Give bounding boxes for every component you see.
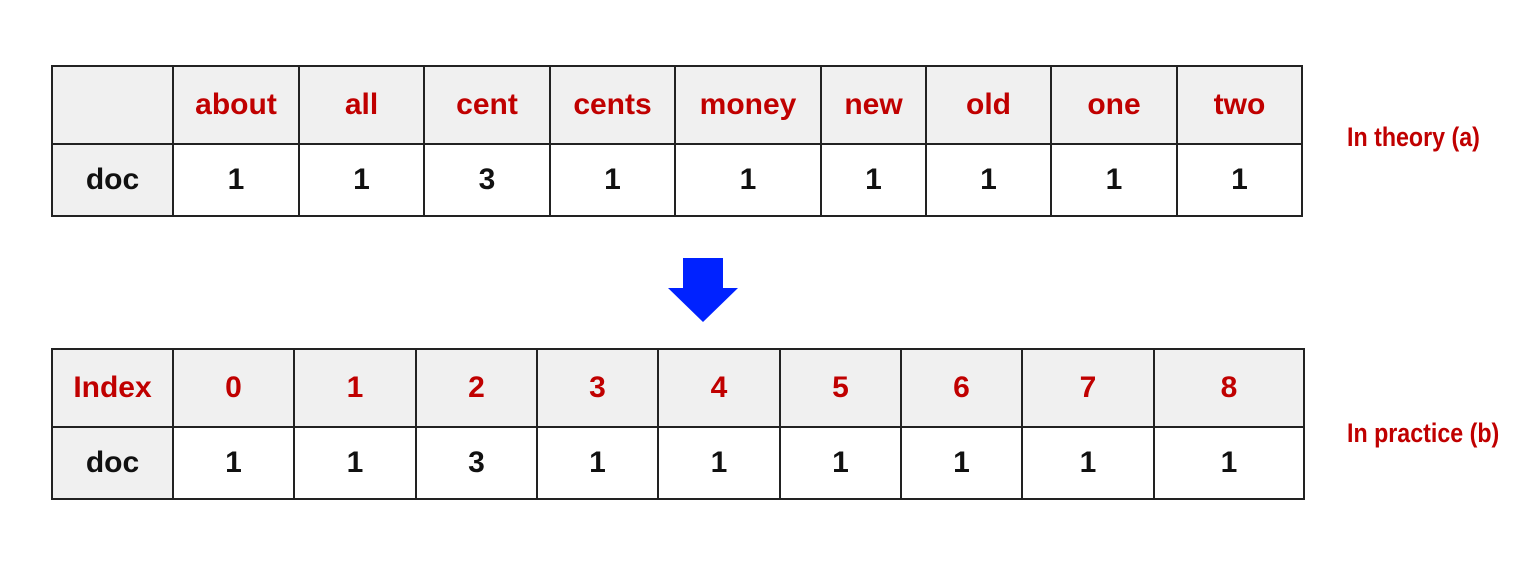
count-cell: 1 xyxy=(1021,426,1155,500)
vocabulary-table-practice: Index 0 1 2 3 4 5 6 7 8 doc 1 1 3 1 1 1 … xyxy=(51,348,1305,500)
header-cell-word: money xyxy=(674,65,822,145)
count-cell: 1 xyxy=(1050,143,1178,217)
header-corner-cell xyxy=(51,65,174,145)
count-cell: 1 xyxy=(657,426,781,500)
count-cell: 1 xyxy=(172,426,295,500)
label-in-practice: In practice (b) xyxy=(1347,418,1500,448)
header-cell-word: new xyxy=(820,65,927,145)
header-cell-index: 6 xyxy=(900,348,1023,428)
header-cell-index: 8 xyxy=(1153,348,1305,428)
header-cell-index: 0 xyxy=(172,348,295,428)
header-cell-word: one xyxy=(1050,65,1178,145)
table-row: doc 1 1 3 1 1 1 1 1 1 xyxy=(51,426,1305,500)
header-cell-index: 1 xyxy=(293,348,417,428)
table-header-row: Index 0 1 2 3 4 5 6 7 8 xyxy=(51,348,1305,428)
header-cell-word: two xyxy=(1176,65,1303,145)
header-cell-index: 2 xyxy=(415,348,538,428)
row-label-doc: doc xyxy=(51,143,174,217)
count-cell: 1 xyxy=(1153,426,1305,500)
header-cell-index: 5 xyxy=(779,348,902,428)
table-header-row: about all cent cents money new old one t… xyxy=(51,65,1303,145)
header-cell-word: cents xyxy=(549,65,676,145)
header-cell-index: 7 xyxy=(1021,348,1155,428)
count-cell: 3 xyxy=(415,426,538,500)
row-label-doc: doc xyxy=(51,426,174,500)
header-corner-cell: Index xyxy=(51,348,174,428)
count-cell: 1 xyxy=(293,426,417,500)
count-cell: 1 xyxy=(1176,143,1303,217)
count-cell: 1 xyxy=(820,143,927,217)
label-in-theory: In theory (a) xyxy=(1347,122,1480,152)
header-cell-word: about xyxy=(172,65,300,145)
header-cell-word: old xyxy=(925,65,1052,145)
count-cell: 1 xyxy=(925,143,1052,217)
count-cell: 1 xyxy=(536,426,659,500)
table-row: doc 1 1 3 1 1 1 1 1 1 xyxy=(51,143,1303,217)
count-cell: 1 xyxy=(674,143,822,217)
count-cell: 1 xyxy=(549,143,676,217)
count-cell: 1 xyxy=(779,426,902,500)
header-cell-word: cent xyxy=(423,65,551,145)
vocabulary-table-theory: about all cent cents money new old one t… xyxy=(51,65,1303,217)
count-cell: 1 xyxy=(298,143,425,217)
count-cell: 3 xyxy=(423,143,551,217)
count-cell: 1 xyxy=(900,426,1023,500)
count-cell: 1 xyxy=(172,143,300,217)
down-arrow-icon xyxy=(668,258,738,322)
header-cell-word: all xyxy=(298,65,425,145)
header-cell-index: 4 xyxy=(657,348,781,428)
header-cell-index: 3 xyxy=(536,348,659,428)
